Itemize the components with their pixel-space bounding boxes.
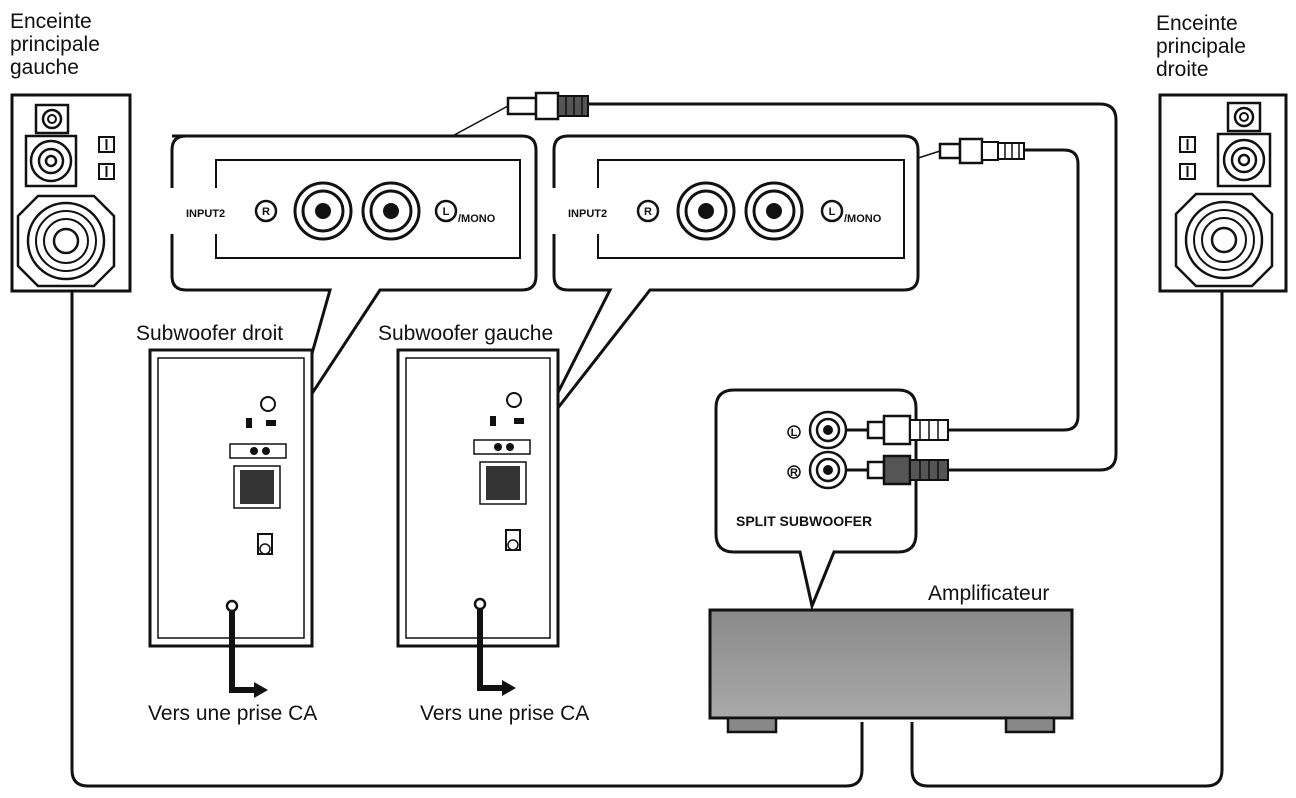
amp-l-label: L [791,427,798,439]
input2-label: INPUT2 [186,208,225,220]
input-panel-callout-2: INPUT2 R L /MONO [534,134,920,437]
label-line: gauche [10,56,79,79]
amp-r-label: R [790,467,798,479]
input-jack-l-1 [361,181,421,241]
subwoofer-left-unit [396,348,560,696]
left-main-speaker [10,93,132,293]
amplifier-unit [708,608,1074,734]
input-jack-r-2 [676,181,736,241]
amplifier-label: Amplificateur [928,582,1050,605]
rca-cable-left-channel [948,148,1080,432]
subwoofer-right-unit [148,348,314,698]
ac-outlet-label-2: Vers une prise CA [420,702,590,725]
split-subwoofer-callout: L R SPLIT SUBWOOFER [714,388,918,612]
rca-plug-top-1 [506,91,589,121]
mono-label: /MONO [458,213,496,225]
r-jack-label: R [262,206,270,218]
ac-outlet-label-1: Vers une prise CA [148,702,318,725]
amp-jack-r [808,450,848,490]
input-jack-r-1 [293,181,353,241]
left-speaker-cable [70,292,864,788]
mono-label: /MONO [844,213,882,225]
amp-plug-l [846,414,949,446]
label-line: principale [1156,35,1246,58]
label-line: Enceinte [1156,12,1238,35]
r-jack-label: R [644,206,652,218]
subwoofer-right-label: Subwoofer droit [136,322,284,345]
right-main-speaker [1158,93,1288,293]
rca-plug-top-2 [938,137,1025,165]
label-line: Enceinte [10,10,92,33]
l-jack-label: L [829,206,836,218]
left-main-speaker-label: Enceinte principale gauche [10,10,100,79]
split-subwoofer-label: SPLIT SUBWOOFER [736,513,872,529]
label-line: droite [1156,58,1209,81]
l-jack-label: L [443,206,450,218]
subwoofer-left-label: Subwoofer gauche [378,322,554,345]
input2-label: INPUT2 [568,208,607,220]
label-line: principale [10,33,100,56]
right-main-speaker-label: Enceinte principale droite [1156,12,1246,81]
amp-jack-l [808,410,848,450]
amp-plug-r [846,454,949,486]
input-panel-callout-1: INPUT2 R L /MONO [170,134,538,425]
input-jack-l-2 [744,181,804,241]
rca-cable-right-channel [588,102,1118,472]
right-speaker-cable [910,292,1224,788]
